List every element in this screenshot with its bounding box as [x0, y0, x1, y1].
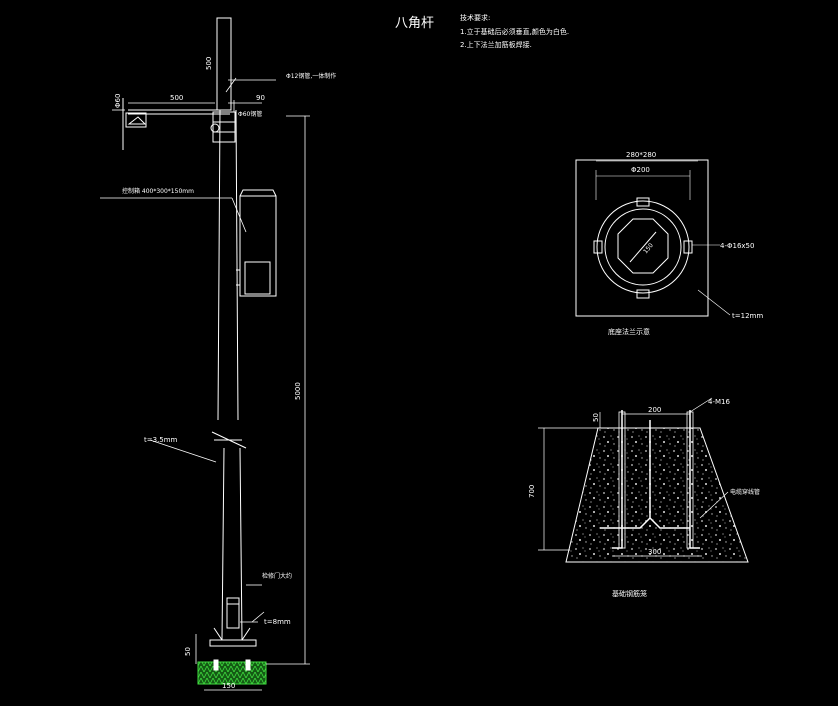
foundation-bolts-label: 4-M16: [708, 398, 730, 406]
flange-diag-dim: 150: [642, 242, 655, 255]
foundation-section: [538, 397, 749, 563]
foundation-top-dim: 50: [592, 413, 600, 422]
label-control-box: 控制箱 400*300*150mm: [122, 187, 194, 195]
dim-offset: 90: [256, 94, 265, 102]
pole-foundation-base: [197, 661, 267, 685]
dim-arm: 500: [170, 94, 183, 102]
label-small-tube: Φ60钢管: [238, 110, 262, 118]
dim-base-width: 150: [222, 682, 235, 690]
foundation-depth-dim: 700: [528, 485, 536, 498]
flange-inner-dim: Φ200: [631, 166, 650, 174]
foundation-bottom-dim: 300: [648, 548, 661, 556]
flange-thickness-label: t=12mm: [732, 312, 763, 320]
foundation-pipe-label: 电缆穿线管: [730, 488, 760, 496]
label-door: 检修门大约: [262, 572, 292, 580]
dim-side: Φ60: [114, 94, 122, 108]
label-base-plate: t=8mm: [264, 618, 291, 626]
dim-top-tube: 500: [205, 57, 213, 70]
dim-base-height: 50: [184, 647, 192, 656]
flange-outer-dim: 280*280: [626, 151, 656, 159]
pole-anchor-bolts: [213, 659, 251, 671]
foundation-caption: 基础钢筋笼: [612, 589, 647, 598]
pole-elevation: [122, 17, 277, 647]
flange-caption: 底座法兰示意: [608, 327, 650, 336]
title: 八角杆: [395, 16, 434, 31]
label-tube: Φ12钢管,一体制作: [286, 72, 336, 80]
foundation-width-dim: 200: [648, 406, 661, 414]
pole-dimensions: [100, 77, 310, 691]
label-thickness: t=3.5mm: [144, 436, 178, 444]
notes-line-1: 1.立于基础后必须垂直,颜色为白色.: [460, 27, 569, 36]
flange-plan: [575, 159, 731, 317]
dim-height: 5000: [294, 382, 302, 400]
notes-heading: 技术要求:: [460, 13, 490, 22]
flange-bolts-label: 4-Φ16x50: [720, 242, 754, 250]
notes-line-2: 2.上下法兰加筋板焊接.: [460, 40, 532, 49]
